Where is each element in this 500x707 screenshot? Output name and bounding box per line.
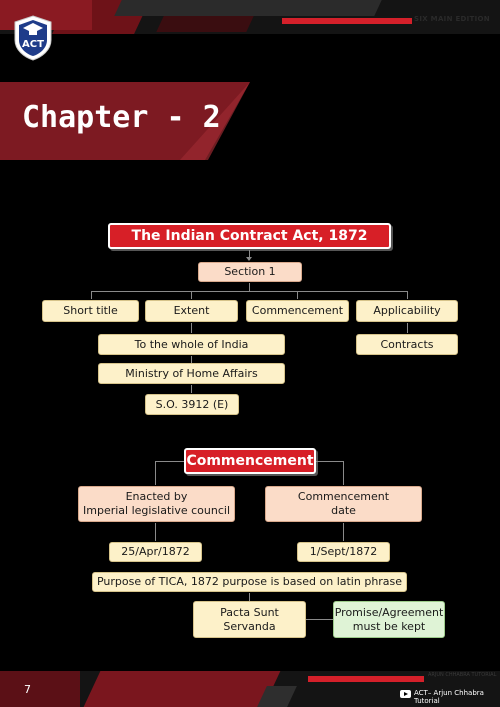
applicability-item: Contracts — [356, 334, 458, 355]
connector — [191, 385, 192, 393]
channel-name: ACT– Arjun Chhabra Tutorial — [414, 689, 484, 705]
connector — [191, 356, 192, 363]
footer-band — [0, 671, 80, 707]
act-title-box: The Indian Contract Act, 1872 — [108, 223, 391, 249]
footer-accent-line — [308, 676, 424, 682]
commencement-title-box: Commencement — [184, 448, 316, 474]
connector — [316, 461, 344, 462]
connector — [91, 291, 407, 292]
branch-applicability: Applicability — [356, 300, 458, 322]
connector — [155, 461, 156, 485]
connector — [249, 250, 250, 260]
connector — [249, 593, 250, 601]
page-number: 7 — [24, 683, 31, 696]
header-band — [114, 0, 382, 16]
connector — [343, 523, 344, 541]
pacta-line: Pacta Sunt — [220, 605, 279, 619]
promise-box: Promise/Agreement must be kept — [333, 601, 445, 638]
commencement-date-value: 1/Sept/1872 — [297, 542, 390, 562]
branch-commencement: Commencement — [246, 300, 349, 322]
header-accent-line — [282, 18, 412, 24]
enacted-by-box: Enacted by Imperial legislative council — [78, 486, 235, 522]
pacta-sunt-servanda-box: Pacta Sunt Servanda — [193, 601, 306, 638]
svg-text:ACT: ACT — [22, 39, 44, 50]
connector — [343, 461, 344, 485]
branch-short-title: Short title — [42, 300, 139, 322]
connector — [191, 323, 192, 333]
extent-item: To the whole of India — [98, 334, 285, 355]
connector — [306, 619, 333, 620]
enacted-date-box: 25/Apr/1872 — [109, 542, 202, 562]
commencement-date-line: Commencement — [297, 490, 390, 503]
commencement-date-box: Commencement date — [265, 486, 422, 522]
connector — [297, 291, 298, 299]
connector — [191, 291, 192, 299]
pacta-line: Servanda — [223, 619, 276, 633]
extent-item: Ministry of Home Affairs — [98, 363, 285, 384]
footer-small-text: ARJUN CHHABRA TUTORIAL — [428, 672, 497, 678]
youtube-icon — [400, 690, 411, 698]
commencement-date-line: date — [331, 504, 356, 517]
connector — [407, 323, 408, 333]
footer-band — [83, 671, 281, 707]
purpose-box: Purpose of TICA, 1872 purpose is based o… — [92, 572, 407, 592]
enacted-by-line: Imperial legislative council — [83, 504, 230, 517]
promise-line: must be kept — [352, 619, 426, 633]
connector — [407, 291, 408, 299]
section-1-box: Section 1 — [198, 262, 302, 282]
enacted-by-line: Enacted by — [125, 490, 188, 503]
extent-item: S.O. 3912 (E) — [145, 394, 239, 415]
connector — [249, 283, 250, 291]
connector — [91, 291, 92, 299]
arrow-icon — [246, 257, 252, 261]
branch-extent: Extent — [145, 300, 238, 322]
connector — [155, 523, 156, 541]
edition-label: SIX MAIN EDITION — [414, 15, 490, 23]
act-logo-icon: ACT — [14, 15, 52, 61]
chapter-title: Chapter - 2 — [22, 100, 221, 135]
promise-line: Promise/Agreement — [334, 605, 444, 619]
connector — [155, 461, 184, 462]
header-band — [156, 16, 254, 32]
